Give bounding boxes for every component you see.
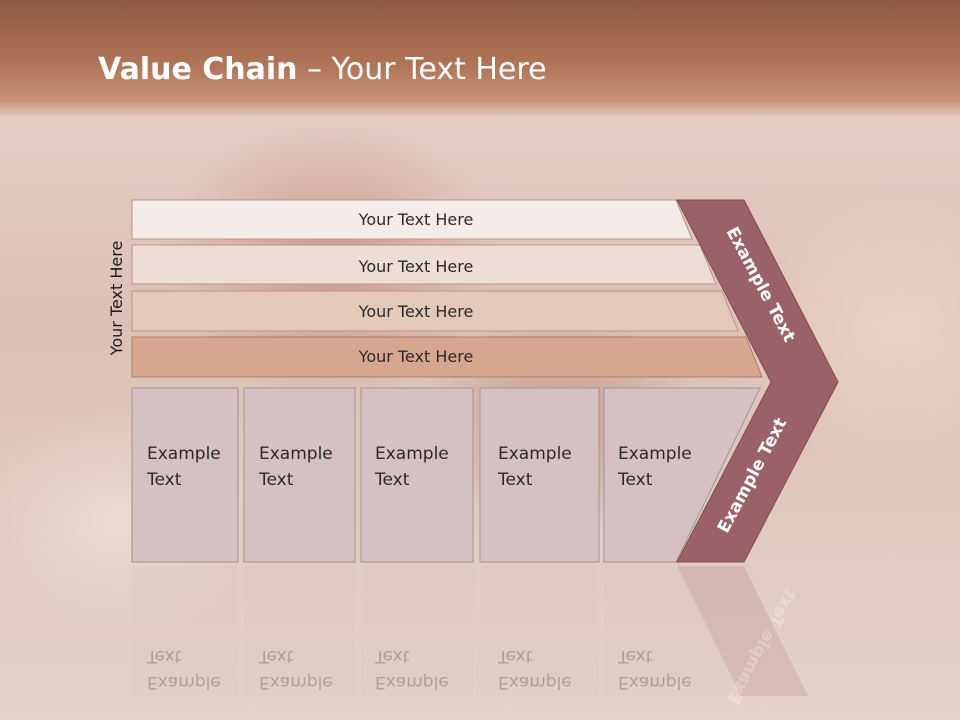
reflection-cell-4-line1: Example	[498, 672, 572, 692]
reflection-cell-5	[604, 566, 740, 696]
cell-1-line1: Example	[147, 444, 221, 464]
reflection-cell-5-line1: Example	[618, 672, 692, 692]
row-3: Your Text Here	[131, 290, 739, 332]
cell-1: Example Text	[131, 387, 239, 563]
reflection-cell-3-line2: Text	[374, 646, 410, 666]
row-4: Your Text Here	[131, 336, 763, 378]
reflection-cell-1	[132, 566, 238, 696]
row-3-shape	[131, 290, 739, 332]
cell-4-line2: Text	[497, 470, 533, 490]
reflection-cell-2	[244, 566, 355, 696]
cell-3-line2: Text	[374, 470, 410, 490]
cell-5-box	[603, 387, 761, 563]
cell-2-line2: Text	[258, 470, 294, 490]
reflection-cell-2-line1: Example	[259, 672, 333, 692]
row-2-shape	[131, 244, 717, 285]
row-4-label: Your Text Here	[358, 347, 474, 366]
reflection-cell-4	[480, 566, 599, 696]
diagram-reflection	[132, 566, 808, 696]
cell-1-box	[131, 387, 239, 563]
row-2: Your Text Here	[131, 244, 717, 285]
cell-4: Example Text	[479, 387, 600, 563]
row-2-label: Your Text Here	[358, 257, 474, 276]
cell-4-box	[479, 387, 600, 563]
slide-title: Value Chain – Your Text Here	[98, 52, 547, 87]
cell-3: Example Text	[360, 387, 474, 563]
title-rest: – Your Text Here	[297, 52, 547, 87]
reflection-cell-5-line2: Text	[617, 646, 653, 666]
cell-4-line1: Example	[498, 444, 572, 464]
reflection-cell-3	[361, 566, 473, 696]
cell-1-line2: Text	[146, 470, 182, 490]
row-4-shape	[131, 336, 763, 378]
cell-5-line2: Text	[617, 470, 653, 490]
cell-3-box	[360, 387, 474, 563]
reflection-cell-1-line2: Text	[146, 646, 182, 666]
reflection-chevron	[677, 566, 808, 696]
reflection-cell-1-line1: Example	[147, 672, 221, 692]
reflection-cell-2-line2: Text	[258, 646, 294, 666]
cell-2-box	[243, 387, 356, 563]
chevron-shape	[676, 199, 839, 563]
row-3-label: Your Text Here	[358, 302, 474, 321]
header-band	[0, 0, 960, 118]
reflection-cell-3-line1: Example	[375, 672, 449, 692]
reflection-cell-4-line2: Text	[497, 646, 533, 666]
cell-2: Example Text	[243, 387, 356, 563]
title-bold: Value Chain	[98, 52, 298, 87]
row-1-label: Your Text Here	[358, 210, 474, 229]
cell-3-line1: Example	[375, 444, 449, 464]
cell-5: Example Text	[603, 387, 761, 563]
row-1-shape	[131, 199, 693, 240]
cell-2-line1: Example	[259, 444, 333, 464]
row-1: Your Text Here	[131, 199, 693, 240]
cell-5-line1: Example	[618, 444, 692, 464]
